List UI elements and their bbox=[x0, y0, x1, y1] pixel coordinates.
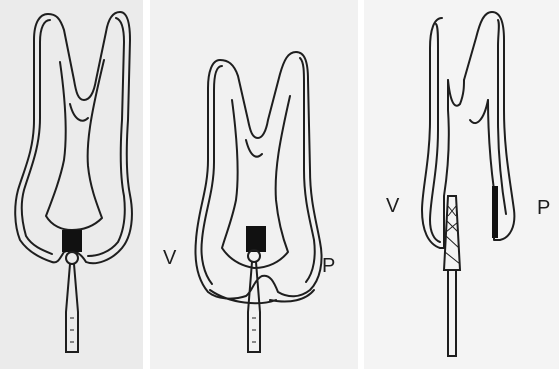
panel-2-tooth-with-probe: V P bbox=[150, 0, 358, 369]
enamel-inner-outline bbox=[201, 66, 222, 284]
probe-shaft bbox=[66, 264, 78, 352]
label-vestibular: V bbox=[163, 248, 176, 268]
panel-divider bbox=[143, 0, 150, 369]
panel-3-split-tooth-with-bur: V P bbox=[364, 0, 559, 369]
dark-filling bbox=[246, 226, 266, 252]
tooth-illustration-2 bbox=[150, 0, 358, 369]
label-palatal: P bbox=[537, 198, 550, 218]
dark-filling bbox=[62, 230, 82, 252]
panel-1-tooth-with-probe bbox=[0, 0, 143, 369]
tooth-illustration-1 bbox=[0, 0, 143, 369]
dark-edge-palatal bbox=[492, 186, 498, 238]
tooth-illustration-3 bbox=[364, 0, 559, 369]
label-vestibular: V bbox=[386, 196, 399, 216]
tapered-bur bbox=[444, 196, 460, 356]
label-palatal: P bbox=[322, 256, 335, 276]
tooth-half-palatal bbox=[464, 12, 514, 240]
probe-shaft bbox=[248, 262, 260, 352]
tooth-outline bbox=[15, 12, 132, 263]
tooth-half-vestibular bbox=[422, 18, 449, 248]
probe-ball-tip bbox=[66, 252, 78, 264]
